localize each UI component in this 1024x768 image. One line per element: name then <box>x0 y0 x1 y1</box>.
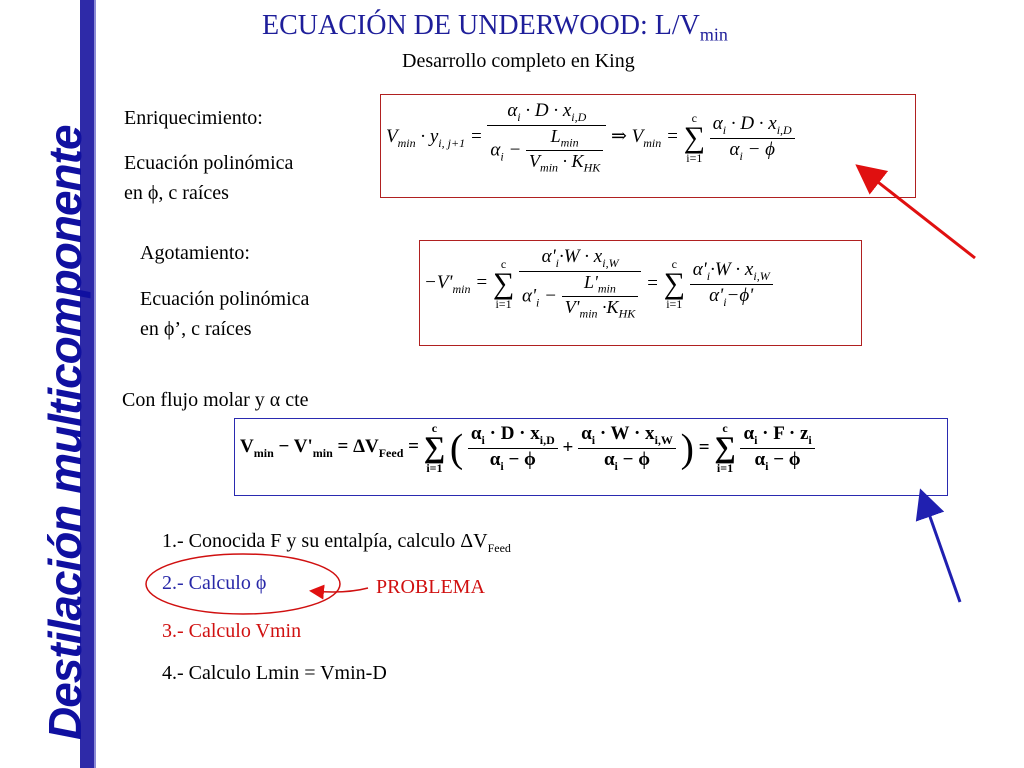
problem-arrow <box>309 584 369 600</box>
step-3: 3.- Calculo Vmin <box>162 620 302 642</box>
sidebar: Destilación multicomponente <box>0 0 96 768</box>
step-4: 4.- Calculo Lmin = Vmin-D <box>162 662 387 684</box>
red-arrow <box>855 164 976 260</box>
enriching-equation: Vmin · yi, j+1 = αi · D · xi,D αi − Lmin… <box>386 100 795 176</box>
stripping-label: Agotamiento: <box>140 242 250 264</box>
step-2-circle <box>145 553 341 615</box>
blue-arrow <box>915 488 962 603</box>
step-1: 1.- Conocida F y su entalpía, calculo ΔV… <box>162 530 511 555</box>
enriching-desc-1: Ecuación polinómica <box>124 152 294 174</box>
stripping-equation-box <box>419 240 862 346</box>
sidebar-bar <box>80 0 94 768</box>
constant-equation-box <box>234 418 948 496</box>
constant-flow-label: Con flujo molar y α cte <box>122 389 309 411</box>
page-title: ECUACIÓN DE UNDERWOOD: L/Vmin <box>262 10 728 45</box>
constant-equation: Vmin − V'min = ΔVFeed = c∑i=1 ( αi · D ·… <box>240 422 815 474</box>
enriching-equation-box <box>380 94 916 198</box>
page-subtitle: Desarrollo completo en King <box>402 50 635 72</box>
enriching-desc-2: en ϕ, c raíces <box>124 182 229 204</box>
enriching-label: Enriquecimiento: <box>124 107 263 129</box>
problem-label: PROBLEMA <box>376 576 485 598</box>
stripping-desc-1: Ecuación polinómica <box>140 288 310 310</box>
stripping-desc-2: en ϕ’, c raíces <box>140 318 252 340</box>
step-2: 2.- Calculo ϕ <box>162 572 267 594</box>
